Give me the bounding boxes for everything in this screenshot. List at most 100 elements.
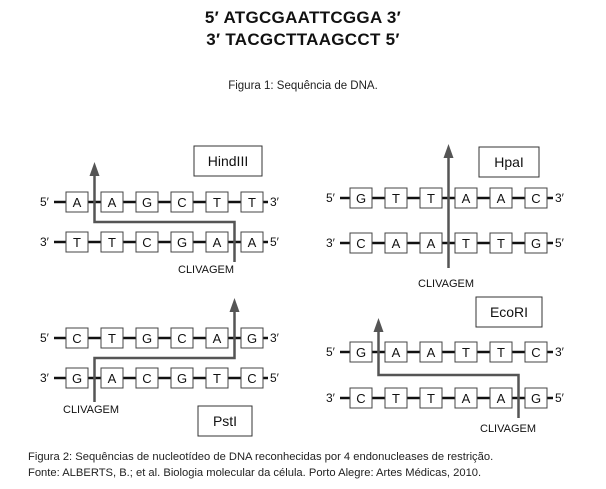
hpai-bottom-base: G <box>531 236 541 251</box>
hpai-cleavage-label: CLIVAGEM <box>418 278 474 290</box>
psti-bottom-base: T <box>213 371 221 386</box>
hindiii-bottom-base: T <box>73 235 81 250</box>
hpai-bottom-suffix: 5′ <box>555 236 565 250</box>
hindiii-top-base: T <box>213 195 221 210</box>
hpai-label-box <box>478 146 540 178</box>
ecori-bottom-base-box <box>384 387 408 409</box>
hpai-bottom-prefix: 3′ <box>326 236 336 250</box>
psti-top-base-box <box>205 327 229 349</box>
hpai-top-base: T <box>392 191 400 206</box>
ecori-cleavage-line <box>377 330 520 418</box>
hindiii-top-base-box <box>65 191 89 213</box>
hindiii-bottom-base-box <box>170 231 194 253</box>
hpai-top-base: A <box>462 191 471 206</box>
psti-bottom-base-box <box>240 367 264 389</box>
psti-bottom-prefix: 3′ <box>40 371 50 385</box>
psti-cleavage-arrow-head <box>229 298 240 312</box>
hindiii-bottom-base: C <box>142 235 151 250</box>
hindiii-top-base: A <box>108 195 117 210</box>
hindiii-top-base-box <box>205 191 229 213</box>
figure-2-caption: Figura 2: Sequências de nucleotídeo de D… <box>28 451 494 463</box>
ecori-bottom-base-box <box>524 387 548 409</box>
hindiii-cleavage-line <box>93 174 236 262</box>
hindiii-bottom-base-box <box>240 231 264 253</box>
psti-top-base: C <box>177 331 186 346</box>
hindiii-top-base: A <box>73 195 82 210</box>
hindiii-top-prefix: 5′ <box>40 195 50 209</box>
psti-label: PstI <box>213 413 237 429</box>
psti-top-base: T <box>108 331 116 346</box>
psti-bottom-base-box <box>65 367 89 389</box>
ecori-top-base: T <box>462 345 470 360</box>
psti-top-base-box <box>240 327 264 349</box>
hindiii-top-base-box <box>135 191 159 213</box>
ecori-top-prefix: 5′ <box>326 345 336 359</box>
ecori-label: EcoRI <box>490 304 528 320</box>
hindiii-bottom-base: T <box>108 235 116 250</box>
hpai-bottom-base-box <box>454 232 478 254</box>
ecori-top-base-box <box>384 341 408 363</box>
hpai-top-base: T <box>427 191 435 206</box>
hindiii-bottom-base-box <box>100 231 124 253</box>
figure-1-caption: Figura 1: Sequência de DNA. <box>228 80 378 92</box>
hindiii-bottom-base-box <box>205 231 229 253</box>
psti-top-base-box <box>135 327 159 349</box>
hindiii-label-box <box>193 145 263 177</box>
sequence-line-1: 5′ ATGCGAATTCGGA 3′ <box>204 8 402 27</box>
ecori-top-base: T <box>497 345 505 360</box>
hpai-bottom-base-box <box>419 232 443 254</box>
hindiii-bottom-base-box <box>65 231 89 253</box>
psti-top-base-box <box>100 327 124 349</box>
figure-2-source: Fonte: ALBERTS, B.; et al. Biologia mole… <box>28 467 482 479</box>
hindiii-bottom-base-box <box>135 231 159 253</box>
hindiii-label: HindIII <box>208 153 248 169</box>
ecori-bottom-prefix: 3′ <box>326 391 336 405</box>
psti-bottom-base-box <box>170 367 194 389</box>
hpai-top-base-box <box>454 187 478 209</box>
ecori-bottom-base: T <box>392 391 400 406</box>
hindiii-top-base-box <box>240 191 264 213</box>
psti-top-base-box <box>65 327 89 349</box>
ecori-top-base-box <box>419 341 443 363</box>
ecori-top-base: G <box>356 345 366 360</box>
ecori-label-box <box>475 296 543 328</box>
hindiii-bottom-base: A <box>213 235 222 250</box>
hpai-bottom-base-box <box>489 232 513 254</box>
psti-cleavage-line <box>93 310 236 402</box>
ecori-bottom-base-box <box>349 387 373 409</box>
psti-top-base: G <box>142 331 152 346</box>
psti-label-box <box>197 405 253 437</box>
ecori-bottom-base-box <box>419 387 443 409</box>
hindiii-cleavage-arrow-head <box>89 162 100 176</box>
ecori-top-base-box <box>489 341 513 363</box>
hpai-top-base: G <box>356 191 366 206</box>
ecori-top-base-box <box>524 341 548 363</box>
ecori-top-base: C <box>531 345 540 360</box>
hpai-top-prefix: 5′ <box>326 191 336 205</box>
ecori-top-base: A <box>427 345 436 360</box>
sequence-line-2: 3′ TACGCTTAAGCCT 5′ <box>206 30 400 49</box>
psti-bottom-suffix: 5′ <box>270 371 280 385</box>
psti-bottom-base: G <box>177 371 187 386</box>
ecori-bottom-base: A <box>497 391 506 406</box>
ecori-top-base-box <box>349 341 373 363</box>
psti-bottom-base: G <box>72 371 82 386</box>
hpai-top-base: C <box>531 191 540 206</box>
hpai-bottom-base-box <box>384 232 408 254</box>
ecori-bottom-base: T <box>427 391 435 406</box>
hindiii-top-base-box <box>170 191 194 213</box>
ecori-top-base: A <box>392 345 401 360</box>
psti-top-base: A <box>213 331 222 346</box>
hpai-top-base-box <box>419 187 443 209</box>
psti-cleavage-label: CLIVAGEM <box>63 404 119 416</box>
hpai-top-base-box <box>349 187 373 209</box>
hpai-bottom-base: T <box>497 236 505 251</box>
ecori-top-suffix: 3′ <box>555 345 565 359</box>
psti-bottom-base: C <box>142 371 151 386</box>
hpai-bottom-base: A <box>392 236 401 251</box>
hindiii-top-base: G <box>142 195 152 210</box>
hpai-top-base-box <box>489 187 513 209</box>
psti-top-base: C <box>72 331 81 346</box>
hindiii-top-base: T <box>248 195 256 210</box>
